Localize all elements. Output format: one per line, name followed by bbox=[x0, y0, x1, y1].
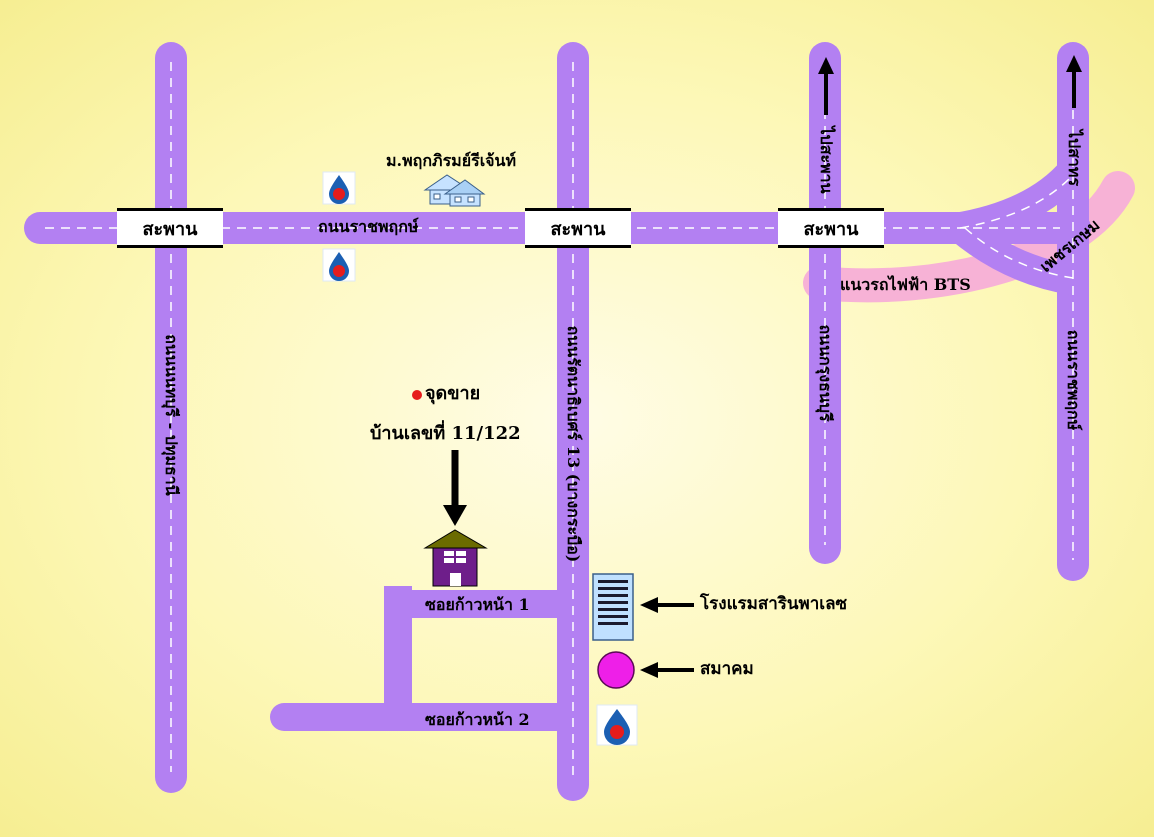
building-icon bbox=[592, 573, 634, 641]
soi-2-label: ซอยก้าวหน้า 2 bbox=[425, 710, 530, 729]
gas-station-icon bbox=[596, 704, 638, 746]
house-icon bbox=[423, 529, 488, 587]
bts-line-label: แนวรถไฟฟ้า BTS bbox=[840, 275, 971, 294]
arrow-icon-association bbox=[640, 662, 694, 678]
house-number-label: บ้านเลขที่ 11/122 bbox=[370, 423, 521, 444]
arrow-icon-hotel bbox=[640, 597, 694, 613]
soi-1-label: ซอยก้าวหน้า 1 bbox=[425, 595, 530, 614]
bridge-left: สะพาน bbox=[117, 208, 223, 248]
hotel-label: โรงแรมสารินพาเลซ bbox=[700, 594, 848, 614]
right-top-2-label: ไปสาทร bbox=[1065, 129, 1084, 187]
bridge-middle: สะพาน bbox=[525, 208, 631, 248]
arrow-icon-north-1 bbox=[818, 57, 834, 115]
arrow-icon-north-2 bbox=[1066, 55, 1082, 108]
village-icon bbox=[423, 174, 486, 207]
arrow-icon-down bbox=[443, 450, 467, 526]
bridge-right: สะพาน bbox=[778, 208, 884, 248]
sale-point-label: จุดขาย bbox=[425, 383, 481, 404]
gas-station-icon bbox=[322, 171, 356, 205]
association-label: สมาคม bbox=[700, 659, 754, 679]
road-network bbox=[24, 42, 1091, 801]
road-center-lines bbox=[45, 62, 1074, 780]
right-road-1-label: ถนนกรุงธนบุรี bbox=[816, 324, 835, 422]
mid-road-label: ถนนรัตนาธิเบศร์ 13 (บางกระบือ) bbox=[564, 325, 583, 563]
right-road-2-label: ถนนราชพฤกษ์ bbox=[1064, 329, 1083, 431]
circle-marker-icon bbox=[597, 651, 635, 689]
left-road-label: ถนนนนทบุรี - ปทุมธานี bbox=[162, 334, 181, 496]
road-diagonal-lower bbox=[945, 213, 1088, 295]
gas-station-icon bbox=[322, 248, 356, 282]
sale-point-dot bbox=[412, 390, 422, 400]
main-road-label: ถนนราชพฤกษ์ bbox=[318, 217, 419, 236]
right-top-1-label: ไปสะพาน bbox=[817, 126, 836, 194]
village-label: ม.พฤกภิรมย์รีเจ้นท์ bbox=[386, 151, 517, 170]
